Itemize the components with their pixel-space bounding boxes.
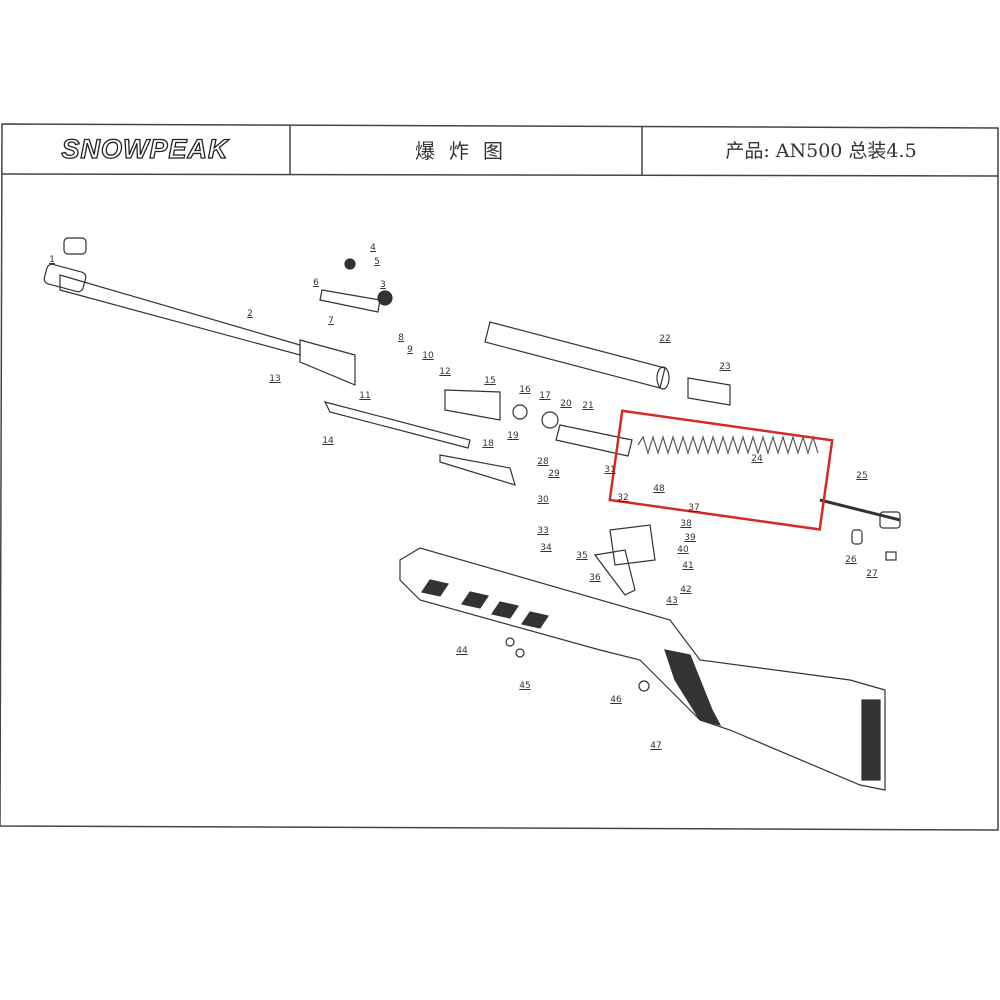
- part-label: 37: [688, 503, 700, 513]
- part-label: 23: [719, 362, 731, 372]
- compression-tube: [484, 321, 666, 389]
- part-label: 26: [845, 555, 857, 565]
- part-label: 24: [751, 454, 763, 464]
- cocking-lever: [323, 401, 471, 449]
- stock: [399, 547, 886, 791]
- part-label: 10: [422, 351, 434, 361]
- part-label: 41: [682, 561, 694, 571]
- product-info: 产品: AN500 总装4.5: [725, 139, 917, 162]
- part-label: 8: [398, 333, 404, 343]
- trigger-assembly: [609, 524, 656, 566]
- part-label: 19: [507, 431, 519, 441]
- part-label: 45: [519, 681, 531, 691]
- part-label: 4: [370, 243, 376, 253]
- piston: [555, 424, 633, 457]
- part-label: 44: [456, 646, 468, 656]
- part-label: 27: [866, 569, 878, 579]
- spring-guide: [819, 498, 901, 522]
- part-label: 5: [374, 257, 380, 267]
- part-label: 18: [482, 439, 494, 449]
- page-title: 爆炸图: [415, 138, 517, 163]
- spring: [637, 434, 819, 456]
- part-label: 20: [560, 399, 572, 409]
- butt-pad: [861, 699, 881, 781]
- part-label: 22: [659, 334, 671, 344]
- rear-sight: [319, 289, 381, 313]
- part-label: 14: [322, 436, 334, 446]
- part-label: 34: [540, 543, 552, 553]
- part-label: 15: [484, 376, 496, 386]
- part-label: 36: [589, 573, 601, 583]
- part-label: 1: [49, 255, 55, 265]
- part-label: 6: [313, 278, 319, 288]
- part-label: 3: [380, 280, 386, 290]
- part-label: 28: [537, 457, 549, 467]
- grip: [664, 649, 722, 726]
- part-label: 7: [328, 316, 334, 326]
- part-label: 12: [439, 367, 451, 377]
- part-label: 47: [650, 741, 662, 751]
- brand-logo: SNOWPEAK: [61, 133, 229, 164]
- part-label: 17: [539, 391, 551, 401]
- part-label: 42: [680, 585, 692, 595]
- rifle-parts: [43, 237, 901, 791]
- part-label: 16: [519, 385, 531, 395]
- part-label: 35: [576, 551, 588, 561]
- part-label: 46: [610, 695, 622, 705]
- barrel: [59, 274, 301, 356]
- highlight-box: [608, 409, 834, 531]
- part-label: 39: [684, 533, 696, 543]
- part-label: 43: [666, 596, 678, 606]
- part-label: 25: [856, 471, 868, 481]
- part-label: 13: [269, 374, 281, 384]
- title-block-frame: [0, 123, 999, 831]
- part-label: 29: [548, 469, 560, 479]
- part-label: 21: [582, 401, 594, 411]
- part-label: 31: [604, 465, 616, 475]
- part-label: 32: [617, 493, 629, 503]
- part-label: 11: [359, 391, 371, 401]
- part-label: 38: [680, 519, 692, 529]
- part-label: 30: [537, 495, 549, 505]
- part-label: 33: [537, 526, 549, 536]
- part-label: 40: [677, 545, 689, 555]
- part-label: 2: [247, 309, 253, 319]
- part-label: 9: [407, 345, 413, 355]
- part-label: 48: [653, 484, 665, 494]
- trigger-block: [444, 389, 501, 421]
